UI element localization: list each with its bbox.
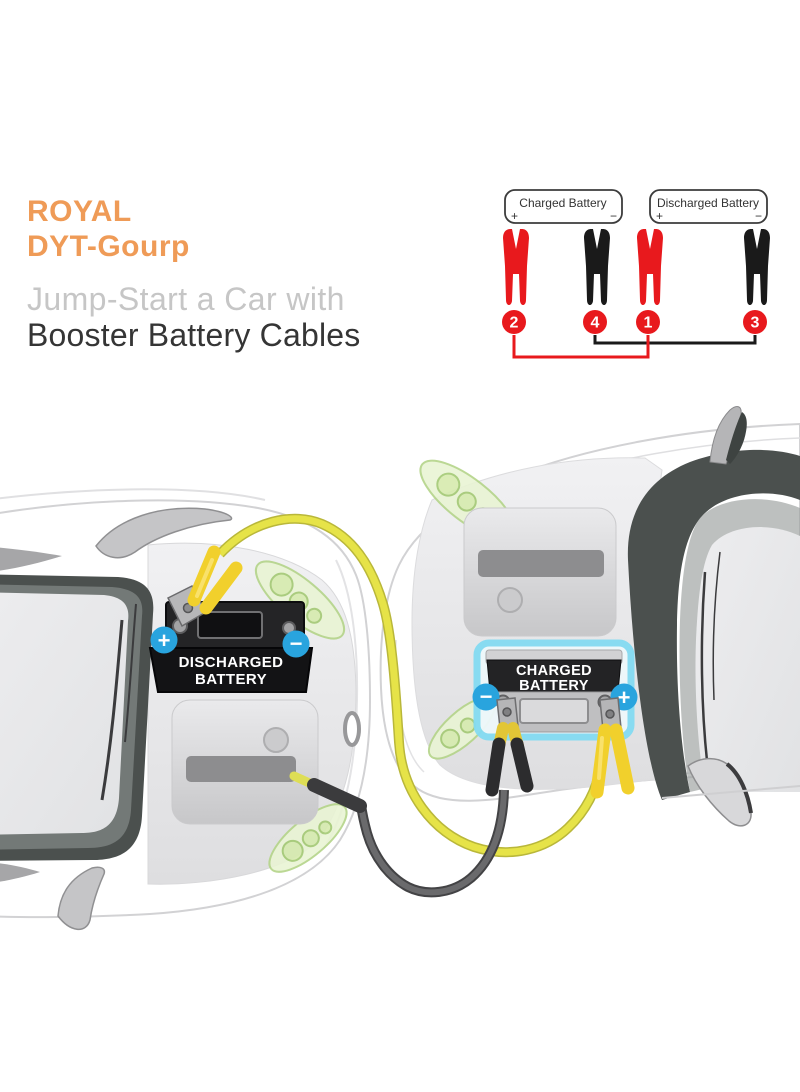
charged-battery-label-line2: BATTERY bbox=[519, 678, 589, 694]
left-headlight-bottom-icon bbox=[268, 803, 348, 873]
left-car-cowl-sliver bbox=[0, 863, 40, 882]
legend-discharged-label: Discharged Battery bbox=[657, 196, 759, 210]
legend-discharged-minus: − bbox=[755, 209, 762, 223]
right-car-apillar bbox=[709, 406, 747, 465]
discharged-battery-label-line1: DISCHARGED bbox=[179, 654, 284, 671]
red-cable-connection-line bbox=[512, 335, 650, 359]
left-car-mirror-top bbox=[95, 507, 233, 559]
hookup-legend-diagram: Charged Battery + − Discharged Battery +… bbox=[502, 189, 770, 359]
black-cable-connection-line bbox=[593, 335, 757, 345]
legend-charged-battery-box: Charged Battery + − bbox=[504, 189, 623, 224]
right-car-door-seam bbox=[661, 785, 800, 799]
right-car: CHARGED BATTERY − + bbox=[379, 406, 800, 827]
svg-text:+: + bbox=[158, 628, 171, 653]
black-clamp-charged-minus bbox=[485, 697, 534, 797]
discharged-plus-badge: + bbox=[150, 626, 178, 654]
svg-text:2: 2 bbox=[510, 315, 519, 332]
right-wiper-icon bbox=[700, 571, 710, 771]
svg-text:−: − bbox=[480, 684, 493, 709]
yellow-clamp-charged-plus bbox=[590, 697, 635, 799]
gray-jumper-cable bbox=[356, 789, 509, 898]
left-car-tow-ring bbox=[343, 711, 361, 747]
red-clamp-icon bbox=[637, 229, 663, 306]
right-car-airbox bbox=[463, 507, 617, 637]
svg-text:4: 4 bbox=[591, 315, 600, 332]
left-car-airbox bbox=[171, 699, 319, 825]
svg-text:−: − bbox=[290, 631, 303, 656]
yellow-clamp-discharged-plus bbox=[166, 545, 243, 628]
red-clamp-icon bbox=[503, 229, 529, 306]
step-badge-2: 2 bbox=[502, 310, 526, 334]
legend-discharged-battery-box: Discharged Battery + − bbox=[649, 189, 768, 224]
black-ground-clamp bbox=[289, 771, 367, 813]
discharged-minus-badge: − bbox=[282, 630, 310, 658]
legend-discharged-plus: + bbox=[656, 209, 663, 223]
yellow-jumper-cable bbox=[216, 513, 605, 858]
legend-charged-label: Charged Battery bbox=[519, 196, 606, 210]
legend-charged-plus: + bbox=[511, 209, 518, 223]
brand-block: ROYAL DYT-Gourp bbox=[27, 194, 190, 264]
left-wiper-icon bbox=[124, 603, 137, 743]
step-badge-4: 4 bbox=[583, 310, 607, 334]
svg-text:3: 3 bbox=[751, 315, 760, 332]
jump-start-illustration: DISCHARGED BATTERY + − bbox=[0, 406, 800, 930]
black-clamp-icon bbox=[584, 229, 610, 306]
left-car-windshield bbox=[0, 574, 154, 861]
black-clamp-icon bbox=[744, 229, 770, 306]
left-wiper-icon bbox=[100, 619, 124, 801]
left-car-outline-line bbox=[0, 488, 266, 501]
discharged-battery-label-line2: BATTERY bbox=[195, 671, 267, 688]
step-badge-3: 3 bbox=[743, 310, 767, 334]
brand-line1: ROYAL bbox=[27, 195, 132, 228]
left-car: DISCHARGED BATTERY + − bbox=[0, 488, 372, 930]
brand-line2: DYT-Gourp bbox=[27, 230, 190, 263]
page-subtitle: Jump-Start a Car with bbox=[27, 281, 345, 317]
svg-text:1: 1 bbox=[644, 315, 653, 332]
charged-minus-badge: − bbox=[472, 683, 500, 711]
page-title: Booster Battery Cables bbox=[27, 317, 361, 353]
charged-battery-label-line1: CHARGED bbox=[516, 663, 592, 679]
right-car-windshield bbox=[627, 449, 800, 800]
step-badge-1: 1 bbox=[636, 310, 660, 334]
left-car-mirror-bottom bbox=[57, 866, 106, 930]
left-headlight-top-icon bbox=[254, 560, 346, 640]
legend-charged-minus: − bbox=[610, 209, 617, 223]
right-wiper-icon bbox=[712, 551, 721, 701]
left-car-roof-sliver bbox=[0, 547, 62, 571]
svg-text:+: + bbox=[618, 685, 631, 710]
